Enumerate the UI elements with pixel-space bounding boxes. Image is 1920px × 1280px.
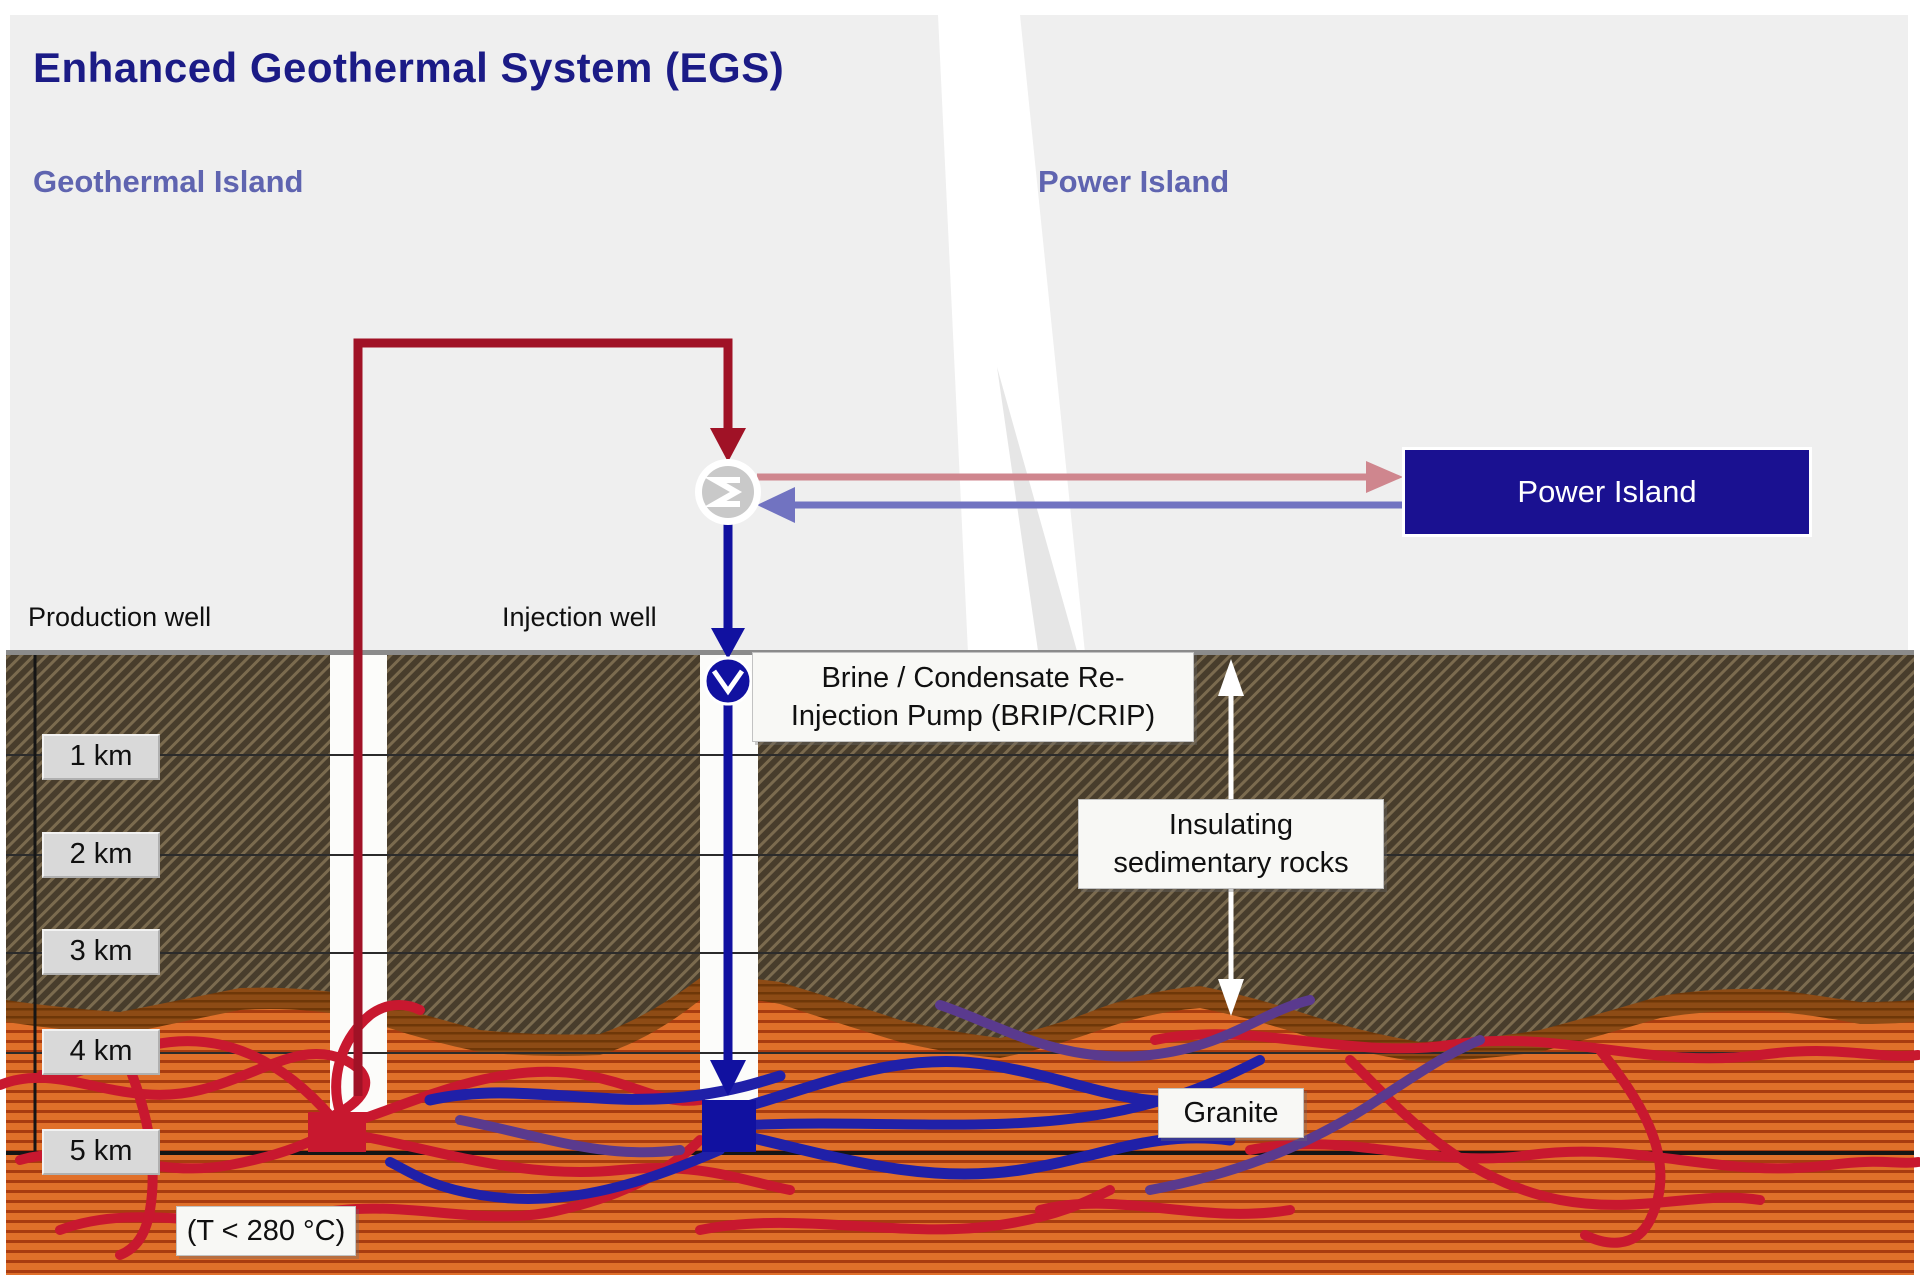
depth-marker-4km: 4 km — [42, 1029, 160, 1075]
power-island-box-label: Power Island — [1517, 474, 1697, 509]
geothermal-island-heading: Geothermal Island — [33, 164, 304, 199]
sedimentary-rock-layer — [6, 655, 1914, 1042]
injection-well-openhole — [702, 1100, 756, 1152]
cold-pipe-arrow-top-icon — [711, 628, 745, 659]
insulating-line1: Insulating — [1168, 809, 1294, 841]
background-panels — [10, 15, 1908, 653]
heat-exchanger-icon — [695, 459, 761, 525]
geothermal-island-panel — [10, 15, 968, 653]
hot-pipe — [353, 338, 746, 1096]
page-title: Enhanced Geothermal System (EGS) — [33, 44, 785, 91]
cold-pipe-arrow-bottom-icon — [710, 1060, 746, 1096]
vapor-line — [757, 461, 1403, 493]
depth-marker-5km: 5 km — [42, 1129, 160, 1175]
sigma-glyph — [703, 477, 743, 507]
hot-pipe-arrow-icon — [710, 428, 746, 462]
brine-pump-line1: Brine / Condensate Re- — [821, 662, 1125, 694]
temperature-label: (T < 280 °C) — [176, 1206, 356, 1256]
power-island-box: Power Island — [1402, 447, 1812, 537]
panel-gap-wedge — [997, 367, 1077, 651]
condensate-line — [757, 487, 1402, 523]
production-well-openhole — [308, 1112, 366, 1152]
insulating-line2: sedimentary rocks — [1113, 847, 1349, 879]
brine-pump-callout: Brine / Condensate Re- Injection Pump (B… — [752, 652, 1194, 742]
injection-well-label: Injection well — [502, 602, 657, 632]
granite-top-surface — [6, 998, 1914, 1275]
depth-marker-2km: 2 km — [42, 832, 160, 878]
cold-pipe — [710, 520, 746, 1096]
pump-chevron-glyph — [711, 669, 745, 696]
insulating-rocks-callout: Insulating sedimentary rocks — [1078, 799, 1384, 889]
underground-strata — [6, 650, 1914, 1275]
power-island-panel — [1020, 15, 1908, 653]
granite-label: Granite — [1158, 1088, 1304, 1138]
depth-marker-1km: 1 km — [42, 734, 160, 780]
brine-pump-line2: Injection Pump (BRIP/CRIP) — [790, 700, 1156, 732]
pump-icon — [703, 656, 753, 706]
depth-marker-3km: 3 km — [42, 929, 160, 975]
condensate-arrow-icon — [757, 487, 795, 523]
fracture-lines-blue — [385, 995, 1485, 1204]
production-well-label: Production well — [28, 602, 212, 632]
power-island-heading: Power Island — [1038, 164, 1230, 199]
vapor-arrow-icon — [1366, 461, 1403, 493]
